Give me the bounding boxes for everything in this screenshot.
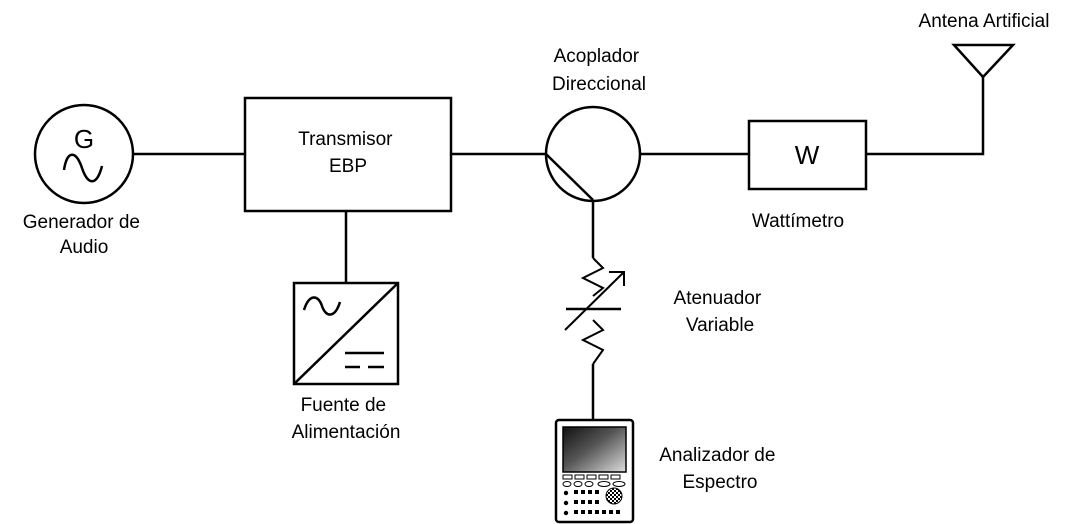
converter-diagonal — [293, 282, 399, 385]
variable-arrow — [564, 271, 625, 331]
wattmeter-label: Wattímetro — [752, 211, 844, 232]
audio-generator: G Generador de Audio — [23, 103, 146, 258]
analyzer-screen — [562, 426, 627, 473]
directional-coupler: Acoplador Direccional — [544, 46, 646, 203]
analyzer-label: Analizador de Espectro — [659, 445, 780, 493]
analyzer-knob — [605, 487, 623, 505]
artificial-antenna: Antena Artificial — [919, 11, 1050, 79]
connection-wires — [133, 77, 985, 420]
power-supply: Fuente de Alimentación — [292, 281, 401, 443]
generator-label: Generador de Audio — [23, 212, 146, 258]
antenna-label: Antena Artificial — [919, 11, 1050, 32]
coupler-diagonal — [545, 153, 594, 201]
ac-wave-icon — [302, 296, 342, 316]
transmitter-block: Transmisor EBP — [243, 96, 453, 213]
generator-symbol: G — [74, 124, 94, 154]
analyzer-softkeys — [562, 474, 626, 487]
coupler-label: Acoplador Direccional — [552, 46, 646, 95]
wattmeter-box — [747, 119, 868, 191]
sine-wave-icon — [62, 153, 104, 183]
wattmeter: W Wattímetro — [747, 119, 868, 232]
antenna-icon — [951, 43, 1016, 79]
variable-attenuator: Atenuador Variable — [564, 257, 767, 365]
generator-circle — [33, 103, 135, 205]
coupler-circle — [544, 105, 642, 203]
spectrum-analyzer: Analizador de Espectro — [554, 418, 780, 524]
attenuator-label: Atenuador Variable — [674, 288, 767, 336]
lower-zigzag — [580, 319, 605, 365]
upper-zigzag — [580, 257, 605, 297]
dc-lines-icon — [345, 351, 384, 369]
power-supply-label: Fuente de Alimentación — [292, 395, 401, 443]
analyzer-keypad — [563, 490, 620, 516]
power-supply-box — [292, 281, 400, 386]
wattmeter-symbol: W — [795, 140, 820, 170]
transmitter-label: Transmisor EBP — [298, 129, 398, 177]
transmitter-box — [243, 96, 453, 213]
variable-arrow-head — [609, 271, 625, 286]
wire-wattmeter-antenna — [866, 77, 985, 156]
